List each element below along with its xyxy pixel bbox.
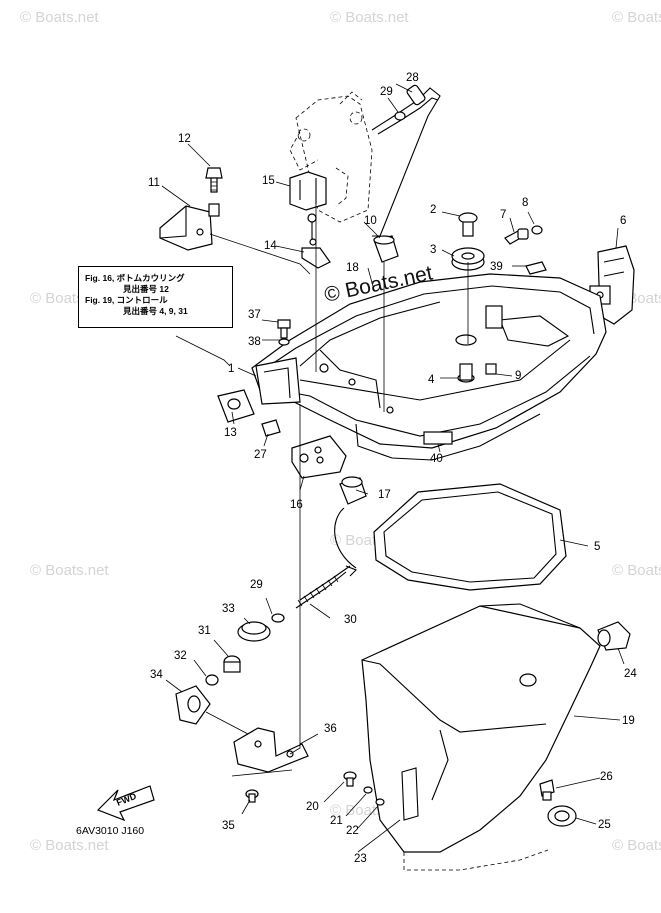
watermark-top-left: © Boats.net [20,9,99,26]
part-26-fitting [539,779,555,801]
part-7-screw [504,228,529,245]
callout-18: 18 [346,262,359,274]
callout-15: 15 [262,175,275,187]
part-32-clip [205,674,219,686]
reference-line-4: 見出番号 4, 9, 31 [123,306,188,316]
callout-19: 19 [622,715,635,727]
callout-31: 31 [198,625,211,637]
part-25-grommet [547,805,577,827]
callout-30: 30 [344,614,357,626]
callout-5: 5 [594,541,600,553]
callout-33: 33 [222,603,235,615]
part-29-clamp [271,613,285,623]
callout-25: 25 [598,819,611,831]
fwd-arrow: FWD [96,785,155,822]
callout-38: 38 [248,336,261,348]
reference-fig-16: Fig. 16, [85,273,115,283]
part-11-bracket [159,203,220,251]
callout-20: 20 [306,801,319,813]
callout-1: 1 [228,363,234,375]
callout-21: 21 [330,815,343,827]
part-15-bracket [289,171,327,211]
part-1-bottom-cowling [251,273,607,461]
watermark-low-right: © Boats.net [612,562,661,579]
part-38-washer [278,338,290,346]
watermark-low-left: © Boats.net [30,562,109,579]
callouts: 28 29 12 11 15 14 10 2 3 7 8 6 39 18 37 … [148,72,637,865]
leader-lines [161,83,625,853]
callout-36: 36 [324,723,337,735]
part-22-nut [375,798,385,806]
watermark-top-right: © Boats.net [612,9,661,26]
callout-2: 2 [430,204,436,216]
part-2-bolt [458,212,478,237]
callout-13: 13 [224,427,237,439]
callout-22: 22 [346,825,359,837]
reference-line-3: Fig. 19, コントロール [85,295,228,306]
callout-7: 7 [500,209,506,221]
diagram-code: 6AV3010 J160 [76,825,144,837]
callout-32: 32 [174,650,187,662]
part-24-grommet [597,621,631,651]
part-10-grommet [373,235,399,263]
part-27-label [261,419,281,437]
callout-26: 26 [600,771,613,783]
callout-4: 4 [428,374,435,386]
part-5-seal [373,483,567,591]
part-39-label [525,261,547,275]
callout-37: 37 [248,309,261,321]
reference-bottom-cowling: ボトムカウリング [116,273,185,283]
part-36-bracket [233,727,309,773]
reference-fig-19: Fig. 19, [85,295,115,305]
callout-28: 28 [406,72,419,84]
part-34-grommet [175,685,211,725]
part-16-panel [291,435,347,479]
callout-14: 14 [264,240,277,252]
part-30-hose [295,507,357,609]
callout-27: 27 [254,449,267,461]
reference-line-1: Fig. 16, ボトムカウリング [85,273,228,284]
part-19-cover [361,603,601,871]
part-29-clip [394,111,406,121]
watermark-bottom-left: © Boats.net [30,837,109,854]
callout-11: 11 [148,177,160,189]
callout-12: 12 [178,133,191,145]
callout-8: 8 [522,197,528,209]
part-13-cap [217,389,255,423]
part-33-nut [237,621,271,642]
callout-10: 10 [364,215,377,227]
callout-6: 6 [620,215,626,227]
watermark-bottom-right: © Boats.net [612,837,661,854]
callout-17: 17 [378,489,391,501]
callout-29-low: 29 [250,579,263,591]
part-12-bolt [205,167,223,193]
callout-24: 24 [624,668,637,680]
watermarks: © Boats.net © Boats.net © Boats.net © Bo… [20,9,661,854]
callout-34: 34 [150,669,163,681]
part-20-screw [343,771,357,787]
watermark-top-center: © Boats.net [330,9,409,26]
part-8-washer [531,225,543,235]
callout-39: 39 [490,261,503,273]
callout-16: 16 [290,499,303,511]
callout-40: 40 [430,453,443,465]
reference-line-2: 見出番号 12 [123,284,169,294]
part-35-screw [245,789,259,803]
callout-3: 3 [430,244,436,256]
callout-29-top: 29 [380,86,393,98]
part-37-screw [277,319,291,339]
part-21-washer [363,786,373,794]
part-17-grommet [339,476,367,505]
callout-23: 23 [354,853,367,865]
part-31-plug [223,655,241,673]
callout-9: 9 [515,370,521,382]
callout-35: 35 [222,820,235,832]
reference-control: コントロール [116,295,168,305]
reference-box: Fig. 16, ボトムカウリング 見出番号 12 Fig. 19, コントロー… [78,266,233,328]
